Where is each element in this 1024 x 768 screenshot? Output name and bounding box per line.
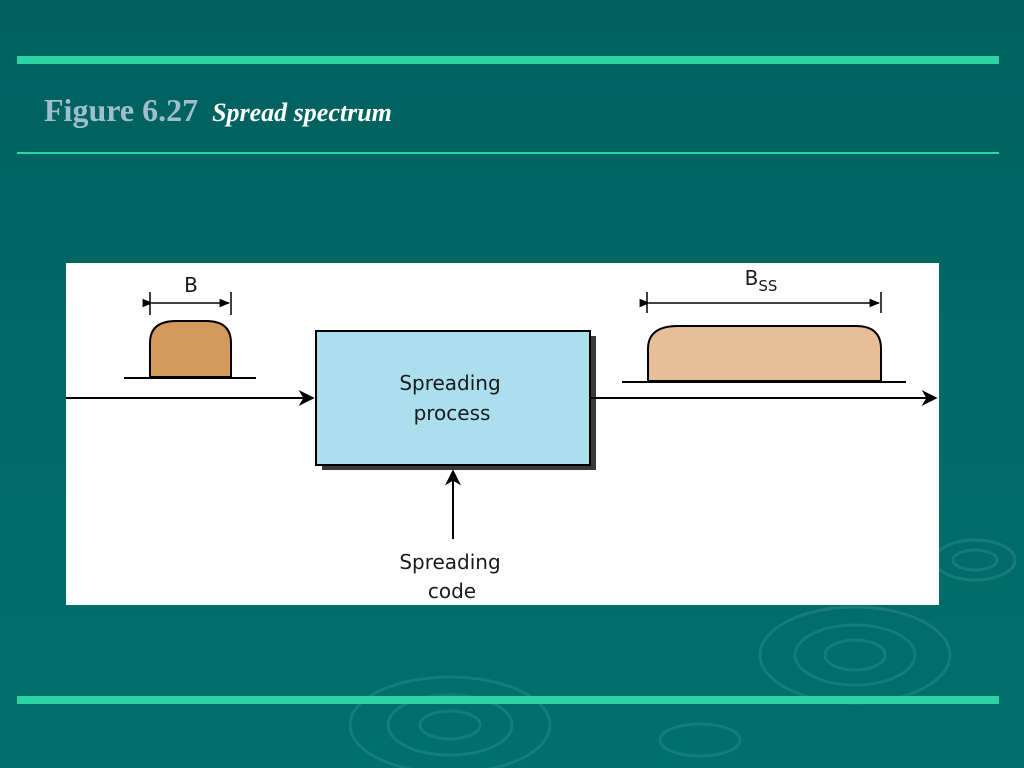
output-bandwidth-label: BSS — [745, 266, 778, 295]
output-signal-spectrum — [647, 325, 882, 382]
output-bandwidth-base: B — [745, 266, 759, 290]
figure-caption: Spread spectrum — [212, 98, 392, 127]
figure-number: Figure 6.27 — [44, 92, 199, 128]
spreading-process-box — [315, 330, 591, 466]
slide-title: Figure 6.27 Spread spectrum — [44, 92, 392, 129]
top-accent-bar — [17, 56, 999, 64]
process-box-label-line1: Spreading — [399, 371, 500, 395]
code-label-line2: code — [428, 579, 476, 603]
process-box-label-line2: process — [414, 401, 491, 425]
input-bandwidth-dimension — [142, 292, 232, 315]
output-bandwidth-dimension — [639, 292, 882, 313]
code-label-line1: Spreading — [399, 550, 500, 574]
spread-spectrum-diagram: B Spreading process Spreading code BSS — [66, 263, 939, 605]
input-bandwidth-label: B — [184, 273, 198, 297]
output-bandwidth-subscript: SS — [758, 277, 777, 295]
input-signal-spectrum — [149, 320, 232, 378]
title-divider — [17, 152, 999, 154]
bottom-accent-bar — [17, 696, 999, 704]
